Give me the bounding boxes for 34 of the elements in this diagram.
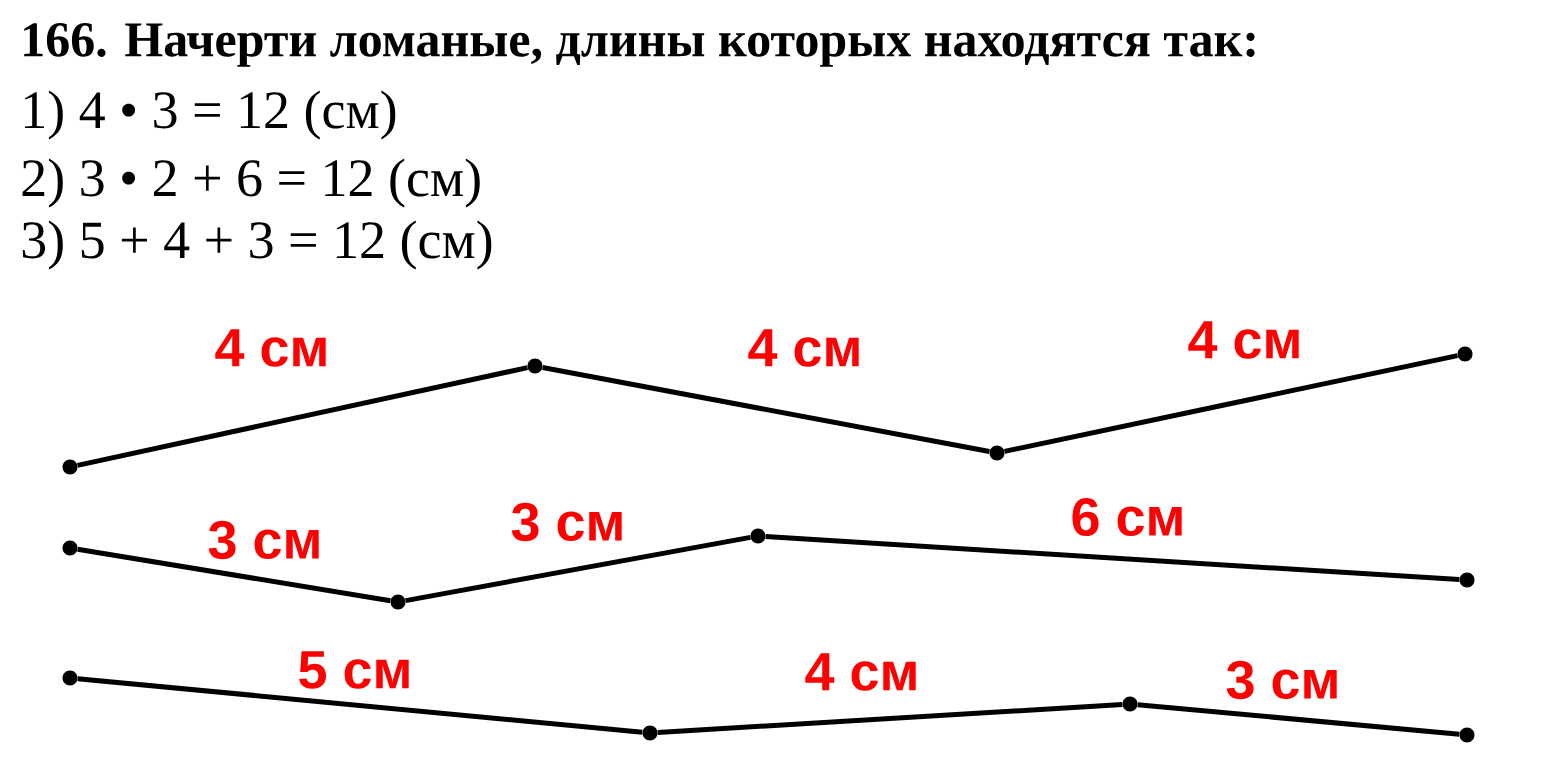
polyline-segment [542,364,990,455]
vertex-dot [1457,346,1473,362]
edge-label: 3 см [511,502,622,542]
vertex-dot [1459,727,1475,743]
vertex-dot [1122,696,1138,712]
edge-label: 6 см [1072,497,1182,537]
edge-label: 4 см [215,329,326,367]
polyline-segment [1137,702,1460,737]
vertex-dot [750,528,766,544]
edge-label: 3 см [1226,660,1337,700]
edge-label: 5 см [299,651,409,689]
equation: 2) 3 • 2 + 6 = 12 (см) [22,158,480,208]
equation: 3) 5 + 4 + 3 = 12 (см) [22,220,492,270]
title: 166. Начерти ломаные, длины которых находятся так: [24,23,1255,67]
edge-label: 3 см [208,520,319,560]
vertex-dot [642,725,658,741]
vertex-dot [62,540,78,556]
polyline-segment [77,546,391,604]
polyline-segment [765,533,1460,582]
polyline-segment [405,534,751,604]
vertex-dot [62,459,78,475]
vertex-dot [527,358,543,374]
vertex-dot [62,670,78,686]
polyline-segment [1004,353,1458,454]
polyline-segment [77,676,643,735]
vertex-dot [1459,572,1475,588]
polyline-segment [657,701,1123,736]
polyline-segment [77,365,528,468]
equation: 1) 4 • 3 = 12 (см) [24,90,396,140]
edge-label: 4 см [1188,321,1299,359]
vertex-dot [390,594,406,610]
vertex-dot [989,445,1005,461]
edge-label: 4 см [805,653,916,691]
edge-label: 4 см [748,329,859,367]
